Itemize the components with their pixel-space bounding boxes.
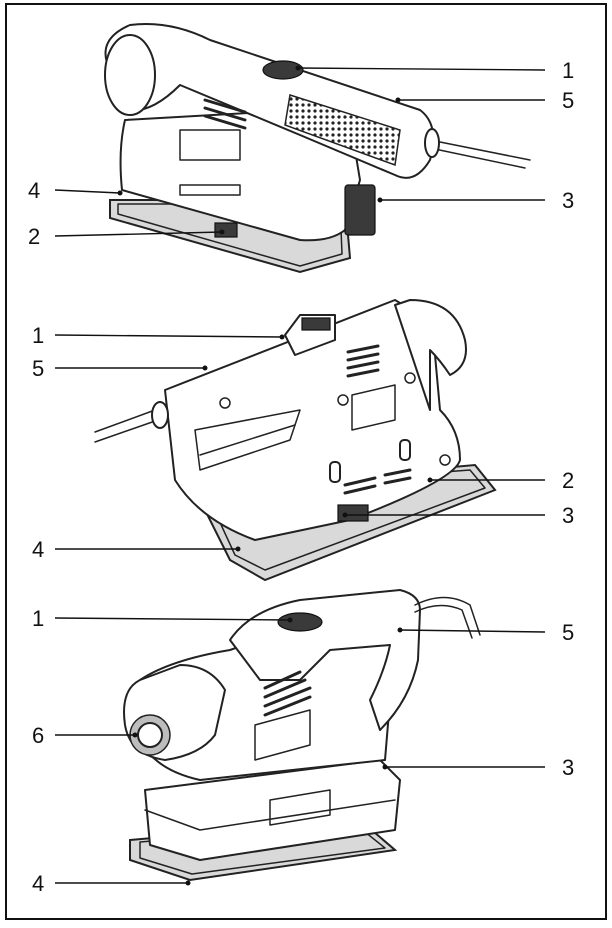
sander-top-lever xyxy=(214,222,238,238)
sander-top-switch xyxy=(262,60,304,80)
callout-label: 3 xyxy=(562,755,574,780)
sander-bottom-vents xyxy=(263,670,312,717)
callout-label: 4 xyxy=(28,178,40,203)
callout-label: 2 xyxy=(562,468,574,493)
sander-top-clamp xyxy=(344,184,376,236)
sander-middle-rear-grip xyxy=(394,299,467,411)
callout-label: 1 xyxy=(32,606,44,631)
sander-middle-switch xyxy=(301,317,331,331)
callout-label: 2 xyxy=(28,224,40,249)
callouts-top: 1 5 4 3 2 xyxy=(28,58,574,249)
sander-bottom-cord xyxy=(414,596,481,636)
callout-label: 3 xyxy=(562,188,574,213)
sander-middle xyxy=(94,299,497,582)
sander-top-cord xyxy=(429,139,531,161)
sander-middle-vents-top xyxy=(346,344,380,378)
sander-top-mesh-grip xyxy=(284,94,401,167)
callout-label: 4 xyxy=(32,871,44,896)
callout-label: 5 xyxy=(32,356,44,381)
sander-bottom-switch xyxy=(277,612,323,632)
sander-middle-clamp xyxy=(337,504,369,522)
callout-label: 3 xyxy=(562,503,574,528)
sander-middle-vents-bottom xyxy=(343,468,412,495)
sander-top-slot xyxy=(179,184,241,196)
callout-label: 4 xyxy=(32,537,44,562)
sander-top-vents xyxy=(203,98,247,130)
diagram-border xyxy=(5,3,607,920)
sander-middle-cord xyxy=(94,409,156,433)
callouts-middle: 1 5 2 3 4 xyxy=(32,323,574,562)
callouts-bottom: 1 5 6 3 4 xyxy=(32,606,574,896)
sander-top-window xyxy=(179,129,241,161)
sander-top xyxy=(104,23,531,274)
sander-bottom xyxy=(123,589,481,882)
callout-label: 1 xyxy=(32,323,44,348)
sander-top-rear-grip xyxy=(104,34,156,116)
sander-middle-label-plate xyxy=(351,384,396,431)
callout-label: 6 xyxy=(32,723,44,748)
sander-top-cord-boot xyxy=(424,128,440,158)
callout-label: 1 xyxy=(562,58,574,83)
callout-label: 5 xyxy=(562,88,574,113)
sander-middle-cord-boot xyxy=(151,401,169,429)
callout-label: 5 xyxy=(562,620,574,645)
sander-bottom-handle xyxy=(229,589,421,731)
sander-bottom-window xyxy=(254,709,311,761)
sander-middle-grip xyxy=(194,409,301,471)
